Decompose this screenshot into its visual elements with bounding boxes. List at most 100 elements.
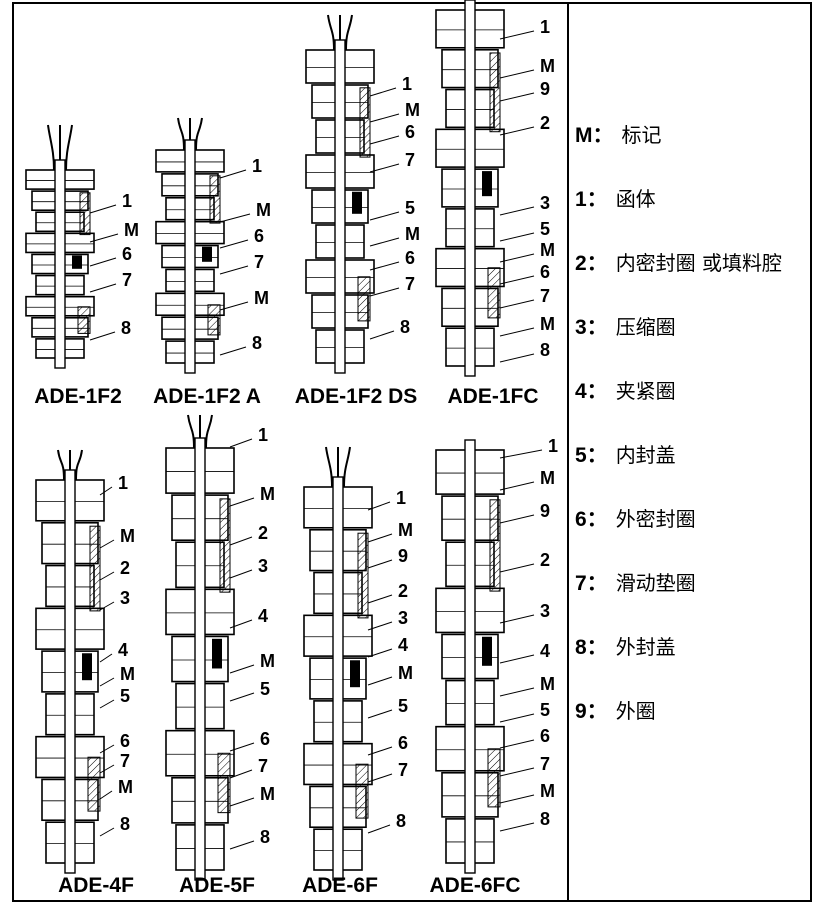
leader-line — [369, 87, 397, 97]
leader-line — [229, 692, 255, 702]
gland-ade-1fc — [435, 0, 535, 377]
leader-line — [99, 677, 115, 687]
leader-line — [89, 331, 116, 341]
leader-line — [229, 840, 255, 850]
callout-m: M — [398, 663, 413, 683]
leader-line — [369, 113, 400, 123]
leader-line — [99, 790, 113, 800]
leader-line — [367, 709, 393, 719]
leader-line — [499, 275, 535, 285]
leader-line — [499, 822, 535, 832]
center-cable — [194, 437, 206, 881]
callout-2: 2 — [120, 558, 130, 578]
leader-line — [229, 536, 253, 546]
gland-ade-6fc — [435, 439, 543, 874]
seal-ring — [202, 246, 212, 262]
hatched-section — [359, 87, 371, 158]
leader-line — [367, 621, 393, 631]
callout-1: 1 — [252, 156, 262, 176]
callout-7: 7 — [405, 150, 415, 170]
callout-8: 8 — [252, 333, 262, 353]
gland-ade-6f — [303, 446, 393, 881]
hatched-section — [217, 752, 231, 814]
legend-item-9: 9：外圈 — [575, 699, 656, 723]
leader-line — [219, 239, 249, 249]
leader-line — [367, 533, 393, 543]
callout-m: M — [405, 224, 420, 244]
callout-8: 8 — [260, 827, 270, 847]
cable-wire — [325, 446, 333, 488]
model-label-ade-5f: ADE-5F — [179, 874, 255, 897]
leader-line — [89, 257, 117, 267]
leader-line — [367, 773, 393, 783]
leader-line — [499, 206, 535, 216]
hatched-section — [209, 175, 221, 224]
leader-line — [369, 237, 400, 247]
gland-ade-5f — [165, 414, 255, 881]
leader-line — [219, 169, 247, 179]
leader-line — [499, 687, 535, 697]
center-cable — [64, 469, 76, 874]
legend-item-8: 8：外封盖 — [575, 635, 676, 659]
hatched-section — [207, 304, 221, 336]
callout-8: 8 — [400, 317, 410, 337]
cable-wire — [343, 446, 351, 488]
hatched-section — [87, 756, 101, 812]
seal-ring — [482, 171, 492, 197]
callout-m: M — [540, 314, 555, 334]
callout-6: 6 — [540, 726, 550, 746]
callout-2: 2 — [398, 581, 408, 601]
callout-9: 9 — [398, 546, 408, 566]
leader-line — [499, 614, 535, 624]
callout-m: M — [120, 664, 135, 684]
callout-6: 6 — [405, 122, 415, 142]
callout-5: 5 — [540, 219, 550, 239]
callout-9: 9 — [540, 79, 550, 99]
callout-5: 5 — [120, 686, 130, 706]
hatched-section — [489, 499, 501, 592]
leader-line — [89, 283, 117, 293]
outer-frame — [12, 2, 812, 902]
callout-3: 3 — [540, 601, 550, 621]
legend-item-5: 5：内封盖 — [575, 443, 676, 467]
leader-line — [499, 92, 535, 102]
cable-wire — [195, 117, 203, 151]
center-cable — [464, 439, 476, 874]
callout-7: 7 — [540, 754, 550, 774]
gland-ade-1f2 — [25, 124, 119, 369]
cable-wire — [327, 14, 335, 51]
callout-4: 4 — [118, 640, 128, 660]
leader-line — [499, 713, 535, 723]
cable-wire — [177, 117, 185, 151]
leader-line — [367, 676, 393, 686]
leader-line — [367, 594, 393, 604]
leader-line — [499, 654, 535, 664]
leader-line — [99, 699, 115, 709]
callout-m: M — [398, 520, 413, 540]
hatched-section — [489, 52, 501, 133]
callout-7: 7 — [120, 751, 130, 771]
callout-8: 8 — [540, 809, 550, 829]
callout-4: 4 — [258, 606, 268, 626]
leader-line — [367, 501, 391, 511]
leader-line — [219, 301, 249, 311]
seal-ring — [482, 636, 492, 666]
seal-ring — [82, 653, 92, 681]
model-label-ade-1fc: ADE-1FC — [447, 385, 538, 408]
leader-line — [219, 213, 251, 223]
callout-6: 6 — [398, 733, 408, 753]
callout-5: 5 — [260, 679, 270, 699]
callout-7: 7 — [398, 760, 408, 780]
center-cable — [464, 0, 476, 377]
gland-ade-1f2a — [155, 117, 251, 374]
leader-line — [99, 653, 113, 663]
cable-wire — [187, 414, 195, 449]
callout-6: 6 — [260, 729, 270, 749]
leader-line — [369, 135, 400, 145]
callout-1: 1 — [258, 425, 268, 445]
leader-line — [369, 261, 400, 271]
callout-m: M — [118, 777, 133, 797]
callout-8: 8 — [121, 318, 131, 338]
cable-wire — [47, 124, 55, 171]
callout-6: 6 — [540, 262, 550, 282]
